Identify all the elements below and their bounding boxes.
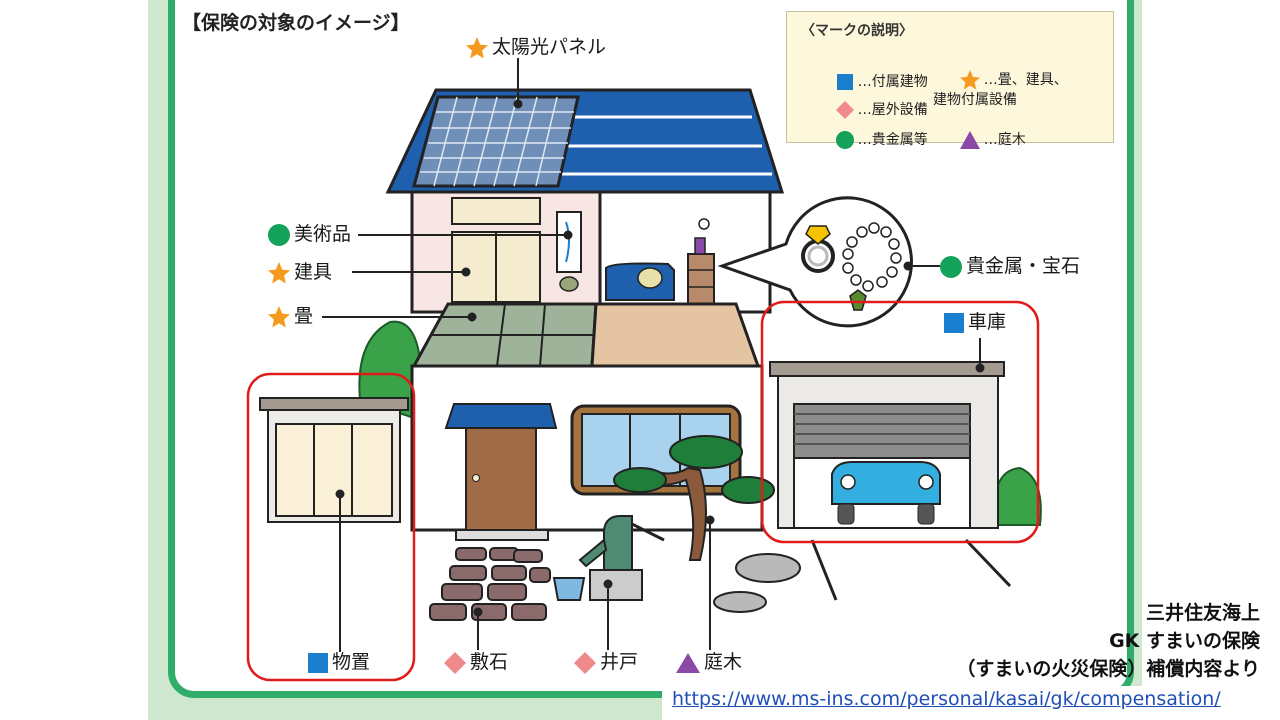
pearl-necklace xyxy=(842,222,902,292)
label-text-paving: 敷石 xyxy=(470,651,509,673)
orange-star-icon xyxy=(959,70,980,90)
label-text-fittings: 建具 xyxy=(294,261,333,283)
label-text-jewelry: 貴金属・宝石 xyxy=(966,255,1081,277)
orange-star-icon xyxy=(466,36,488,58)
label-shed: 物置 xyxy=(308,650,370,674)
blue-square-icon xyxy=(944,312,964,333)
well-pump xyxy=(603,515,633,571)
pine-foliage-1 xyxy=(669,435,743,469)
legend-text-fixtures: …畳、建具、 建物付属設備 xyxy=(933,72,1068,108)
label-text-well: 井戸 xyxy=(600,651,639,673)
well-base xyxy=(589,569,643,601)
car xyxy=(831,461,941,505)
pink-diamond-icon xyxy=(574,651,596,674)
legend-item-trees: …庭木 xyxy=(933,110,1026,170)
legend-item-fixtures: …畳、建具、 建物付属設備 xyxy=(933,50,1068,130)
label-garage: 車庫 xyxy=(944,310,1006,334)
diagram-heading: 【保険の対象のイメージ】 xyxy=(182,12,410,34)
legend-item-outdoor: …屋外設備 xyxy=(809,80,928,140)
legend-text-trees: …庭木 xyxy=(983,132,1026,148)
source-product: GK すまいの保険 xyxy=(1109,630,1260,652)
mark-legend: 〈マークの説明〉 …付属建物 …屋外設備 …貴金属等 …畳、建具、 建物付属設備… xyxy=(786,11,1114,149)
legend-title: 〈マークの説明〉 xyxy=(801,23,913,39)
label-well: 井戸 xyxy=(574,650,638,674)
stepping-stones xyxy=(429,547,551,621)
bucket xyxy=(552,577,586,601)
garden-rock-1 xyxy=(735,553,801,583)
legend-text-outdoor: …屋外設備 xyxy=(857,102,928,118)
label-text-garage: 車庫 xyxy=(968,311,1007,333)
wooden-floor xyxy=(590,302,761,368)
label-solar-panel: 太陽光パネル xyxy=(466,35,606,59)
link-background xyxy=(662,686,1280,720)
shed-roof xyxy=(259,397,409,411)
label-jewelry: 貴金属・宝石 xyxy=(940,254,1080,278)
dresser xyxy=(687,253,715,305)
pine-foliage-2 xyxy=(613,467,667,493)
label-paving: 敷石 xyxy=(444,650,508,674)
bush-right xyxy=(993,466,1042,526)
label-text-solar: 太陽光パネル xyxy=(492,36,607,58)
label-fittings: 建具 xyxy=(268,260,332,284)
label-artwork: 美術品 xyxy=(268,222,351,246)
green-circle-icon xyxy=(268,223,290,246)
pink-diamond-icon xyxy=(444,651,466,674)
orange-star-icon xyxy=(268,261,290,283)
label-text-tree: 庭木 xyxy=(704,651,743,673)
garage-shutter xyxy=(793,403,971,459)
green-circle-icon xyxy=(835,131,854,149)
purple-triangle-icon xyxy=(959,131,980,149)
legend-item-annex: …付属建物 xyxy=(809,52,928,112)
green-circle-icon xyxy=(940,255,962,278)
hanging-scroll xyxy=(556,211,582,273)
label-text-tatami: 畳 xyxy=(294,305,314,327)
blue-square-icon xyxy=(308,652,328,673)
pink-diamond-icon xyxy=(835,101,854,119)
legend-text-precious: …貴金属等 xyxy=(857,132,928,148)
garden-rock-2 xyxy=(713,591,767,613)
garage-roof xyxy=(769,361,1005,377)
entrance-roof xyxy=(444,403,558,429)
garage-highlight xyxy=(760,300,1040,544)
source-company: 三井住友海上 xyxy=(1145,602,1260,624)
solar-panel xyxy=(412,95,580,188)
legend-text-annex: …付属建物 xyxy=(857,74,928,90)
label-text-shed: 物置 xyxy=(332,651,371,673)
bush-left xyxy=(358,320,421,422)
label-garden-tree: 庭木 xyxy=(676,650,742,674)
legend-item-precious: …貴金属等 xyxy=(809,110,928,170)
label-tatami: 畳 xyxy=(268,304,313,328)
shed-highlight xyxy=(246,372,416,682)
label-text-art: 美術品 xyxy=(294,223,352,245)
purple-triangle-icon xyxy=(676,652,700,673)
source-url-link[interactable]: https://www.ms-ins.com/personal/kasai/gk… xyxy=(672,688,1221,710)
blue-square-icon xyxy=(836,74,853,90)
source-note: （すまいの火災保険）補償内容より xyxy=(956,658,1260,680)
pine-foliage-3 xyxy=(721,476,775,504)
orange-star-icon xyxy=(268,305,290,327)
